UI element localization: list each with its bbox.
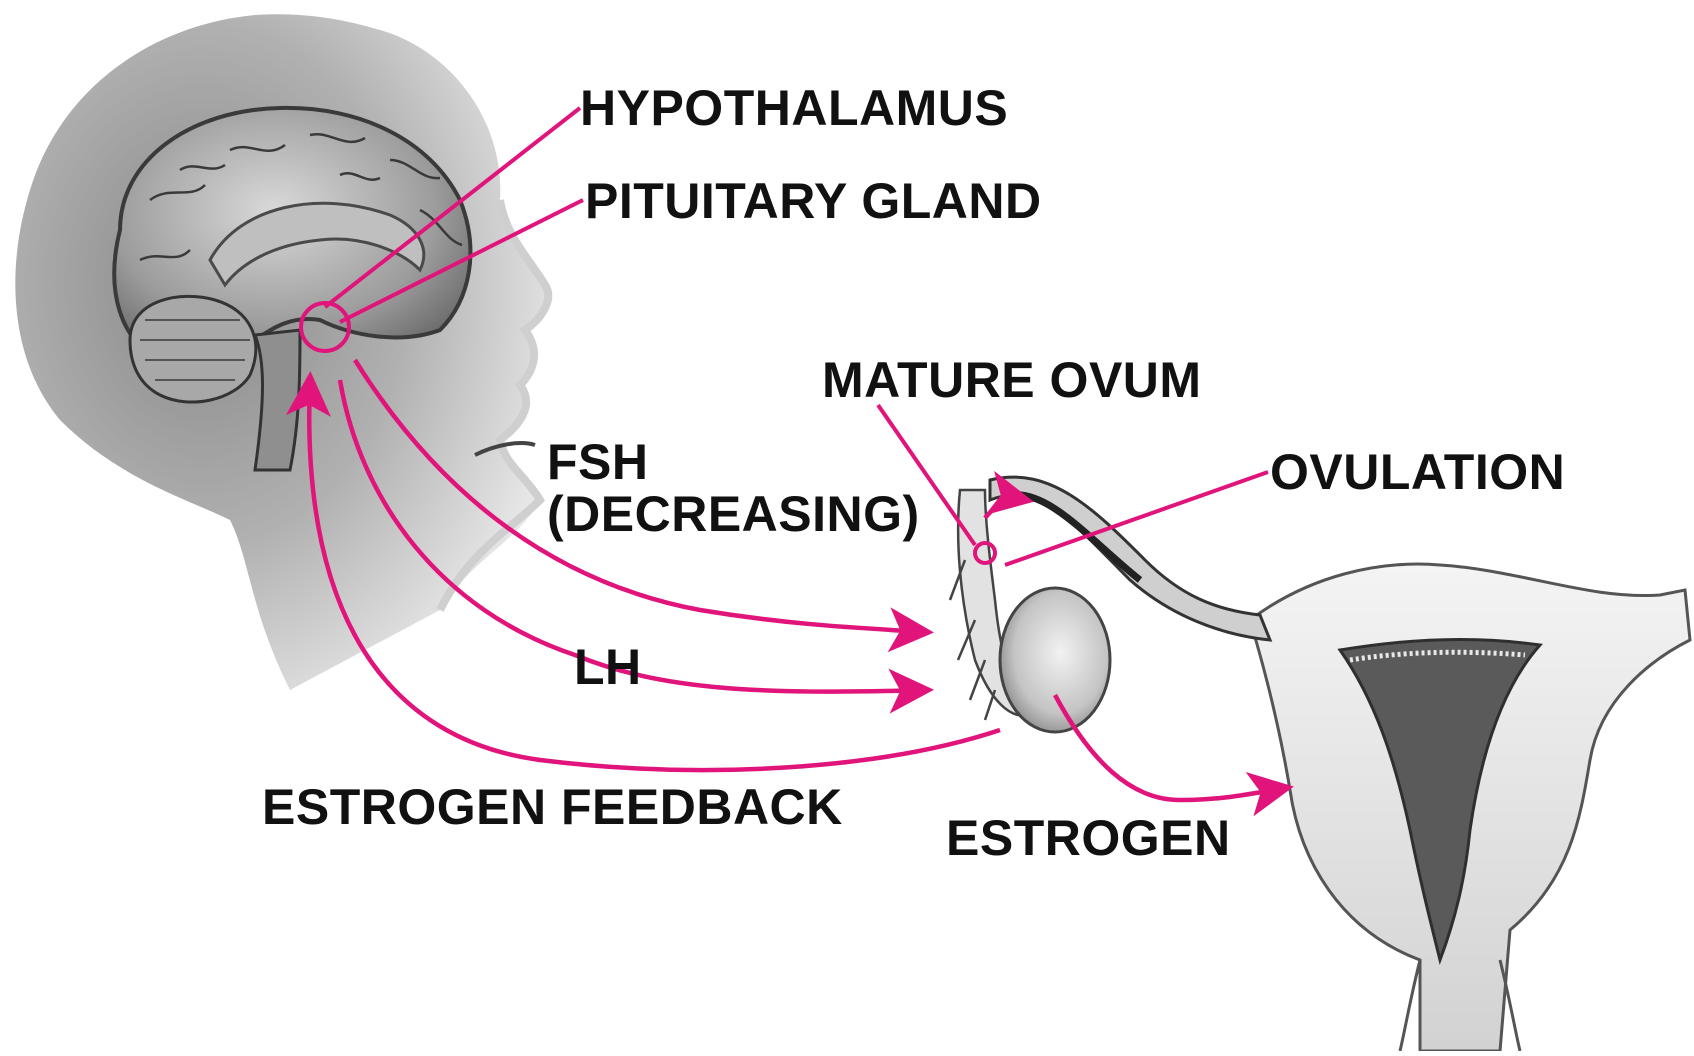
reproductive-organs-illustration	[950, 477, 1690, 1051]
label-ovulation: OVULATION	[1270, 447, 1565, 497]
label-lh: LH	[574, 642, 642, 692]
label-hypothalamus: HYPOTHALAMUS	[580, 83, 1008, 133]
label-estrogen-feedback: ESTROGEN FEEDBACK	[262, 782, 843, 832]
label-pituitary-gland: PITUITARY GLAND	[585, 176, 1042, 226]
ovulation-arrow	[985, 499, 1025, 518]
label-estrogen: ESTROGEN	[946, 813, 1231, 863]
head-illustration	[15, 14, 549, 690]
label-mature-ovum: MATURE OVUM	[822, 355, 1202, 405]
label-fsh-line2: (DECREASING)	[547, 488, 920, 540]
label-fsh-line1: FSH	[547, 436, 920, 488]
label-fsh: FSH (DECREASING)	[547, 436, 920, 540]
